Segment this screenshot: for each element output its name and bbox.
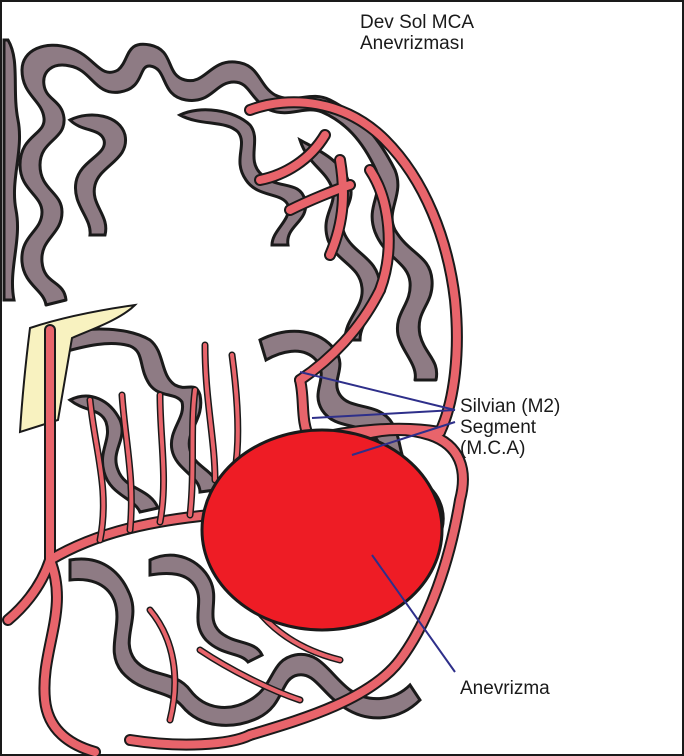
aneurysm-label: Anevrizma	[460, 678, 550, 699]
silvian-label-line-3: (M.C.A)	[460, 438, 525, 459]
figure-title-line-2: Anevrizması	[360, 33, 465, 54]
figure-title-line-1: Dev Sol MCA	[360, 12, 474, 33]
aneurysm-sac	[202, 430, 442, 630]
silvian-label-line-2: Segment	[460, 417, 536, 438]
silvian-label-line-1: Silvian (M2)	[460, 396, 560, 417]
